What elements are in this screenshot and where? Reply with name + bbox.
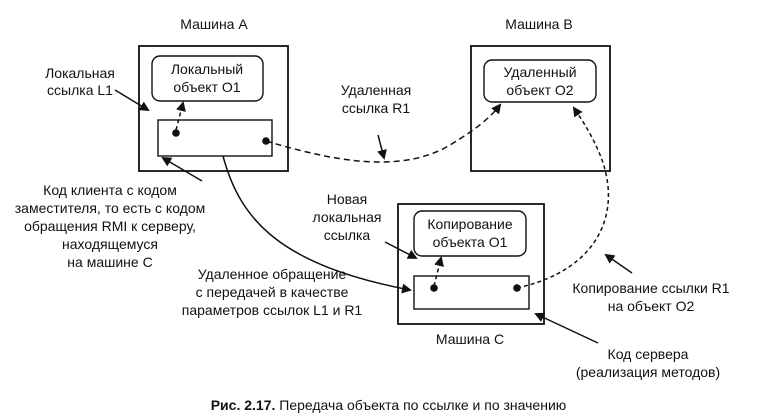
svg-text:на объект O2: на объект O2 (608, 298, 695, 314)
client-code-box (157, 119, 273, 157)
r1-reference-arrow (265, 103, 502, 163)
svg-text:Локальный: Локальный (171, 61, 243, 77)
svg-text:Код клиента с кодом: Код клиента с кодом (43, 182, 177, 198)
client-code-label-pointer (161, 156, 203, 182)
new-ref-arrow (433, 256, 444, 287)
svg-text:с передачей в качестве: с передачей в качестве (196, 284, 349, 300)
svg-text:ссылка: ссылка (324, 227, 371, 243)
object-o2 (483, 59, 597, 103)
svg-text:Удаленное обращение: Удаленное обращение (198, 266, 347, 282)
svg-text:объект O2: объект O2 (506, 82, 573, 98)
annotation-remote-ref-r1: Удаленная ссылка R1 (341, 82, 412, 116)
rmi-diagram: Машина A Локальный объект O1 Машина B Уд… (15, 16, 730, 380)
svg-text:Удаленная: Удаленная (341, 82, 412, 98)
new-ref-label-pointer (384, 241, 418, 259)
svg-text:Локальная: Локальная (45, 65, 115, 81)
annotation-new-local-ref: Новая локальная ссылка (313, 191, 382, 243)
machine-b-label: Машина B (505, 16, 572, 32)
svg-text:обращения RMI к серверу,: обращения RMI к серверу, (24, 218, 196, 234)
object-o1 (151, 55, 264, 102)
machine-c-label: Машина C (436, 331, 504, 347)
machine-b-box (470, 45, 611, 172)
svg-text:Новая: Новая (327, 191, 368, 207)
machine-a-label: Машина A (180, 16, 248, 32)
svg-text:(реализация методов): (реализация методов) (576, 364, 720, 380)
svg-text:Удаленный: Удаленный (503, 64, 576, 80)
svg-text:находящемуся: находящемуся (62, 236, 158, 252)
l1-reference-arrow (175, 101, 186, 131)
figure-caption: Рис. 2.17. Передача объекта по ссылке и … (0, 397, 777, 413)
annotation-remote-call: Удаленное обращение с передачей в качест… (182, 266, 363, 318)
copied-r1-arrow (516, 106, 610, 289)
ref-l1-dot (172, 129, 180, 137)
svg-text:объект O1: объект O1 (173, 79, 240, 95)
svg-text:параметров ссылок L1 и R1: параметров ссылок L1 и R1 (182, 302, 363, 318)
svg-text:Копирование: Копирование (427, 216, 513, 232)
figure-caption-text: Передача объекта по ссылке и по значению (275, 397, 567, 413)
r1-label-pointer (377, 134, 387, 160)
object-o1-copy (413, 210, 527, 257)
annotation-client-code: Код клиента с кодом заместителя, то есть… (15, 182, 206, 270)
server-code-label-pointer (534, 312, 599, 344)
new-ref-dot (430, 284, 438, 292)
annotation-server-code: Код сервера (реализация методов) (576, 346, 720, 380)
svg-text:на машине C: на машине C (67, 254, 152, 270)
svg-text:Код сервера: Код сервера (608, 346, 689, 362)
machine-b: Машина B Удаленный объект O2 (470, 16, 611, 172)
machine-c-box (397, 203, 545, 325)
figure-caption-label: Рис. 2.17. (210, 397, 276, 413)
svg-text:заместителя, то есть с кодом: заместителя, то есть с кодом (15, 200, 206, 216)
machine-c: Копирование объекта O1 Машина C (397, 203, 545, 347)
l1-label-pointer (114, 89, 150, 112)
remote-call-arrow (222, 155, 412, 294)
svg-text:ссылка L1: ссылка L1 (47, 82, 113, 98)
svg-text:локальная: локальная (313, 209, 382, 225)
machine-a: Машина A Локальный объект O1 (138, 16, 289, 172)
svg-text:Копирование ссылки R1: Копирование ссылки R1 (572, 280, 729, 296)
server-code-box (413, 275, 530, 310)
svg-text:ссылка R1: ссылка R1 (342, 100, 410, 116)
svg-text:объекта O1: объекта O1 (433, 234, 508, 250)
annotation-copy-ref: Копирование ссылки R1 на объект O2 (572, 280, 729, 314)
copy-ref-label-pointer (604, 253, 633, 274)
annotation-local-ref-l1: Локальная ссылка L1 (45, 65, 115, 98)
